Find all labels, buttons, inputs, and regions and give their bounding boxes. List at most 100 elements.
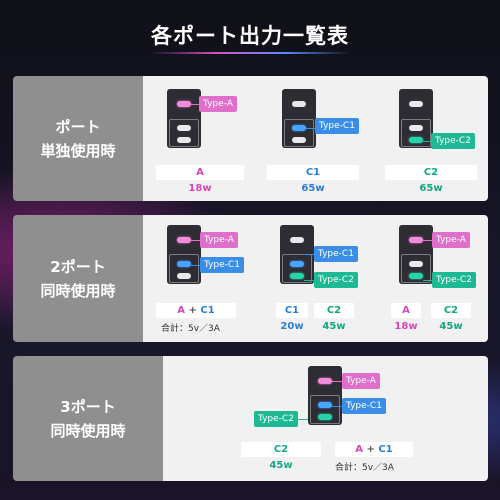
type-c2-port bbox=[290, 273, 304, 279]
charger-icon bbox=[399, 89, 433, 148]
row-single-port: ポート 単独使用時 Type-A A 18w Type-C1 C1 65w bbox=[13, 76, 488, 201]
row-label-line1: 2ポート bbox=[50, 257, 106, 276]
type-c1-port bbox=[292, 125, 306, 131]
type-c1-tag: Type-C1 bbox=[315, 118, 359, 134]
usb-c-port-group bbox=[401, 119, 431, 147]
row-label: 3ポート 同時使用時 bbox=[13, 356, 163, 481]
type-a-tag: Type-A bbox=[199, 96, 237, 112]
port-wattage: 20w bbox=[280, 321, 304, 332]
usb-c-port-group bbox=[169, 119, 199, 147]
type-c1-tag: Type-C1 bbox=[200, 257, 244, 273]
type-c1-port bbox=[290, 261, 304, 267]
port-box: C2 bbox=[314, 303, 354, 318]
connector-line bbox=[306, 128, 316, 129]
type-c2-port bbox=[409, 273, 423, 279]
type-a-port bbox=[177, 237, 191, 243]
port-wattage: 18w bbox=[188, 183, 212, 194]
row-label-line1: ポート bbox=[55, 117, 101, 136]
port-combo-box: A + C1 bbox=[335, 442, 413, 457]
connector-line bbox=[423, 280, 433, 281]
type-c1-tag: Type-C1 bbox=[342, 398, 386, 414]
type-c2-tag: Type-C2 bbox=[254, 411, 298, 427]
port-box-c1: C1 bbox=[200, 305, 215, 316]
type-c1-tag: Type-C1 bbox=[314, 246, 358, 262]
row-label: ポート 単独使用時 bbox=[13, 76, 143, 201]
port-combo-box: A + C1 bbox=[156, 303, 236, 318]
type-c2-port bbox=[318, 414, 332, 420]
port-box: C1 bbox=[267, 165, 359, 180]
connector-line bbox=[191, 265, 201, 266]
connector-line bbox=[423, 141, 432, 142]
plus-sign: + bbox=[188, 305, 197, 316]
row-label-line2: 単独使用時 bbox=[40, 141, 116, 160]
row-label-line2: 同時使用時 bbox=[40, 281, 116, 300]
charger-icon bbox=[282, 89, 316, 148]
type-a-port bbox=[177, 101, 191, 107]
type-a-port bbox=[290, 237, 304, 243]
type-c1-port bbox=[409, 261, 423, 267]
port-box: A bbox=[391, 303, 421, 318]
usb-c-port-group bbox=[284, 119, 314, 147]
type-a-port bbox=[292, 101, 306, 107]
row-label-line2: 同時使用時 bbox=[50, 421, 126, 440]
type-c2-port bbox=[409, 137, 423, 143]
charger-icon bbox=[308, 366, 342, 425]
port-box-a: A bbox=[177, 305, 186, 316]
port-wattage: 18w bbox=[394, 321, 418, 332]
usb-c-port-group bbox=[169, 254, 199, 283]
type-c1-port bbox=[409, 125, 423, 131]
port-wattage: 65w bbox=[419, 183, 443, 194]
port-box: C2 bbox=[241, 442, 321, 457]
port-box: C2 bbox=[431, 303, 471, 318]
connector-line bbox=[297, 419, 308, 420]
type-c2-port bbox=[292, 137, 306, 143]
row-panel: Type-A A 18w Type-C1 C1 65w Type-C2 C2 6… bbox=[143, 76, 488, 201]
row-three-ports: 3ポート 同時使用時 Type-A Type-C1 Type-C2 C2 45w… bbox=[13, 356, 488, 481]
usb-c-port-group bbox=[282, 254, 312, 283]
title-underline bbox=[150, 52, 350, 54]
type-c2-tag: Type-C2 bbox=[432, 272, 476, 288]
connector-line bbox=[304, 254, 315, 255]
type-c1-port bbox=[177, 125, 191, 131]
port-wattage: 65w bbox=[301, 183, 325, 194]
page-title: 各ポート出力一覧表 bbox=[151, 24, 349, 48]
port-box: A bbox=[156, 165, 244, 180]
port-box: C1 bbox=[276, 303, 308, 318]
type-c1-port bbox=[318, 402, 332, 408]
port-wattage: 45w bbox=[322, 321, 346, 332]
connector-line bbox=[332, 406, 343, 407]
row-two-ports: 2ポート 同時使用時 Type-A Type-C1 A + C1 合計：5v／3… bbox=[13, 215, 488, 342]
type-c2-port bbox=[177, 137, 191, 143]
port-box-c1: C1 bbox=[378, 444, 393, 455]
port-wattage: 45w bbox=[439, 321, 463, 332]
type-c1-port bbox=[177, 261, 191, 267]
type-a-tag: Type-A bbox=[342, 373, 380, 389]
type-a-port bbox=[409, 237, 423, 243]
type-c2-port bbox=[177, 273, 191, 279]
type-a-tag: Type-A bbox=[200, 232, 238, 248]
plus-sign: + bbox=[366, 444, 375, 455]
type-a-port bbox=[409, 101, 423, 107]
usb-c-port-group bbox=[310, 395, 340, 424]
charger-icon bbox=[399, 225, 433, 284]
connector-line bbox=[191, 240, 201, 241]
total-output: 合計：5v／3A bbox=[335, 463, 394, 473]
connector-line bbox=[423, 240, 433, 241]
type-c2-tag: Type-C2 bbox=[314, 272, 358, 288]
charger-icon bbox=[167, 89, 201, 148]
charger-icon bbox=[167, 225, 201, 284]
type-a-port bbox=[318, 378, 332, 384]
connector-line bbox=[304, 280, 315, 281]
connector-line bbox=[191, 104, 200, 105]
type-c2-tag: Type-C2 bbox=[431, 133, 475, 149]
row-label-line1: 3ポート bbox=[60, 397, 116, 416]
port-wattage: 45w bbox=[269, 460, 293, 471]
row-panel: Type-A Type-C1 A + C1 合計：5v／3A Type-C1 T… bbox=[143, 215, 488, 342]
row-panel: Type-A Type-C1 Type-C2 C2 45w A + C1 合計：… bbox=[163, 356, 488, 481]
total-output: 合計：5v／3A bbox=[161, 324, 220, 334]
usb-c-port-group bbox=[401, 254, 431, 283]
port-box: C2 bbox=[385, 165, 477, 180]
port-box-a: A bbox=[355, 444, 364, 455]
type-a-tag: Type-A bbox=[432, 232, 470, 248]
row-label: 2ポート 同時使用時 bbox=[13, 215, 143, 342]
